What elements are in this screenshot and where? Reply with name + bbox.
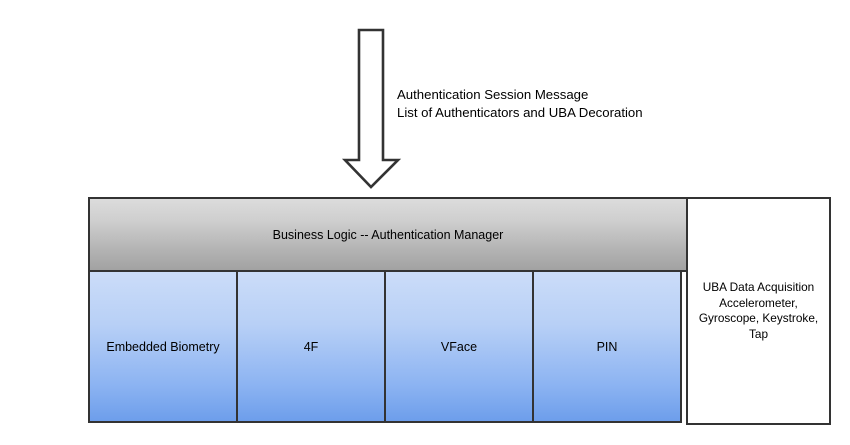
uba-panel-text: UBA Data Acquisition Accelerometer, Gyro… [695,280,822,342]
business-logic-label: Business Logic -- Authentication Manager [272,227,504,242]
authenticator-row: Embedded Biometry 4F VFace PIN [88,270,688,425]
message-line-2: List of Authenticators and UBA Decoratio… [397,105,643,120]
authenticator-label: VFace [440,339,478,354]
architecture-diagram: Business Logic -- Authentication Manager… [88,197,833,425]
authenticator-embedded-biometry: Embedded Biometry [88,270,238,423]
down-arrow-icon [341,28,402,189]
authenticator-label: PIN [596,339,618,354]
authenticator-vface: VFace [384,270,534,423]
uba-line-2: Accelerometer, [719,295,798,310]
uba-data-acquisition-panel: UBA Data Acquisition Accelerometer, Gyro… [686,197,831,425]
uba-line-4: Tap [748,326,769,341]
business-logic-block: Business Logic -- Authentication Manager [88,197,688,272]
uba-line-3: Gyroscope, Keystroke, [698,311,819,325]
authenticator-label: Embedded Biometry [106,339,220,354]
message-label: Authentication Session Message List of A… [397,86,643,122]
authenticator-4f: 4F [236,270,386,423]
message-line-1: Authentication Session Message [397,87,589,102]
uba-line-1: UBA Data Acquisition [702,280,815,294]
authenticator-pin: PIN [532,270,682,423]
authenticator-label: 4F [303,339,319,354]
flow-arrow [340,24,404,192]
authentication-stack: Business Logic -- Authentication Manager… [88,197,688,425]
